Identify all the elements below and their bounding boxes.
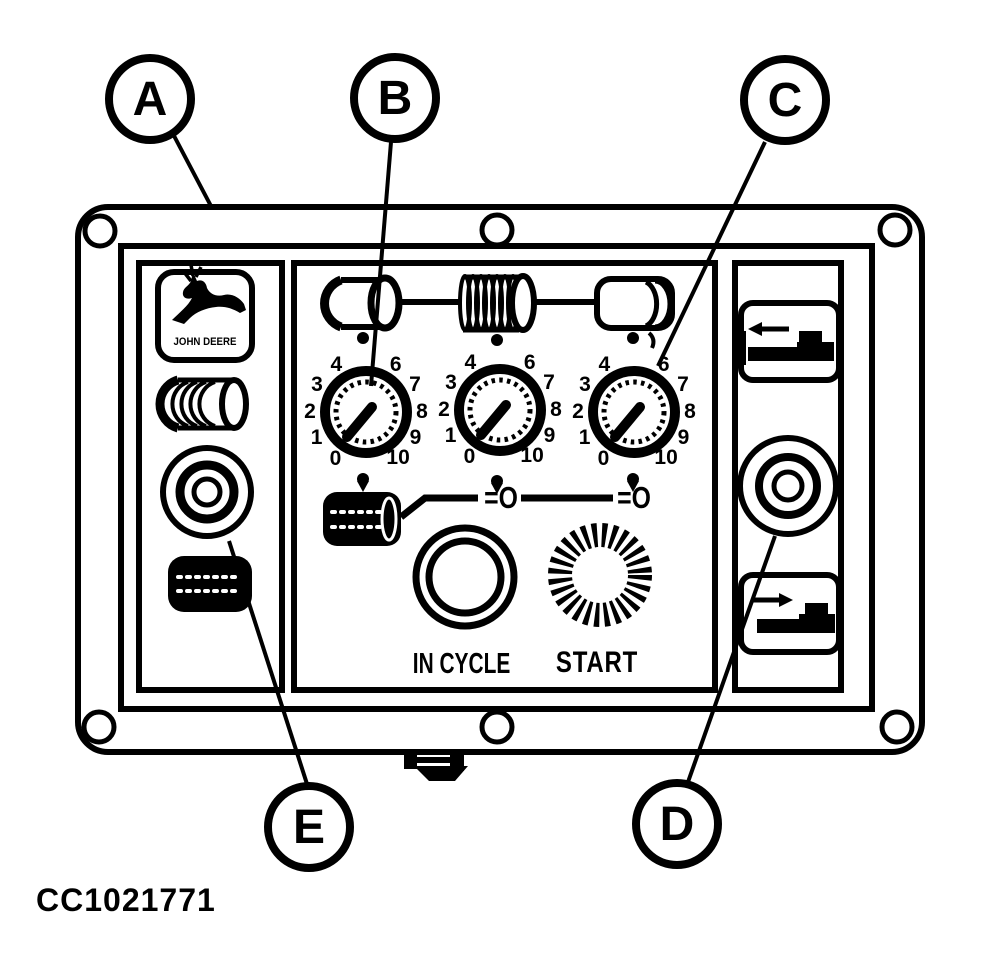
left-subpanel <box>136 260 285 693</box>
middle-subpanel <box>291 260 718 693</box>
retract-switch[interactable] <box>738 572 842 655</box>
callout-c-badge[interactable]: C <box>740 55 830 145</box>
callout-a-label: A <box>132 72 168 126</box>
dial-scale-number: 8 <box>416 400 428 423</box>
dial-pointer <box>476 400 511 440</box>
round-knob-d[interactable] <box>737 435 839 537</box>
dial-knob-3[interactable] <box>588 366 680 458</box>
arrow-left-icon <box>748 322 789 336</box>
open-cylinder-left-icon <box>320 275 343 332</box>
dial-scale-number: 9 <box>409 426 422 450</box>
dial-scale-number: 4 <box>598 352 611 376</box>
dial-scale-number: 6 <box>523 350 536 374</box>
dark-thumbwheel-middle-icon[interactable] <box>323 492 401 546</box>
dial-scale-number: 4 <box>330 352 343 376</box>
ribbed-thumbwheel-icon[interactable] <box>155 375 249 433</box>
dial-index-dots-top <box>357 332 639 346</box>
dial-scale-number: 7 <box>409 372 421 396</box>
callout-d-badge[interactable]: D <box>632 779 722 869</box>
open-cylinder-right-icon <box>594 276 675 331</box>
mounting-screw <box>81 709 117 745</box>
dial-pointer <box>342 402 377 442</box>
mounting-screw <box>479 709 515 745</box>
callout-leader-lines <box>170 131 777 785</box>
cylinder-link-line <box>398 494 613 520</box>
callout-e-label: E <box>292 800 325 854</box>
john-deere-wordmark: JOHN DEERE <box>173 336 237 348</box>
callout-d-label: D <box>659 797 695 851</box>
leader-line-b <box>369 141 393 387</box>
inner-frame <box>118 243 875 712</box>
dial-scale-number: 6 <box>389 352 402 376</box>
dial-scale-number: 3 <box>311 372 323 396</box>
callout-a-badge[interactable]: A <box>105 54 195 144</box>
cylinder-tool-icon <box>739 331 834 365</box>
dial-scale-number: 0 <box>463 444 476 468</box>
mounting-screw <box>82 213 118 249</box>
dial-scale-number: 10 <box>520 443 544 467</box>
dial-scale-number: 1 <box>444 424 457 448</box>
dial-pointer <box>610 402 645 442</box>
coil-spring-icon <box>458 273 537 333</box>
leaping-deer-icon <box>172 272 246 324</box>
leader-line-e <box>227 540 309 785</box>
dial-scale-number: 7 <box>543 370 555 394</box>
bottom-connector <box>404 750 468 781</box>
dial-scale-number: 8 <box>684 400 696 423</box>
deer-antlers-icon <box>182 264 203 283</box>
extend-switch[interactable] <box>738 300 842 383</box>
dial-scale-number: 9 <box>543 424 556 448</box>
dial-scale-number: 1 <box>578 426 591 450</box>
dial-scale-number: 2 <box>438 398 450 421</box>
callout-c-label: C <box>767 73 803 127</box>
dial-scale-number: 0 <box>329 446 342 470</box>
leader-line-a <box>170 131 214 209</box>
mounting-screw <box>877 212 913 248</box>
dial-scale-number: 7 <box>677 372 689 396</box>
dial-scale-number: 6 <box>657 352 670 376</box>
dial-scale-number: 2 <box>572 400 584 423</box>
dial-knob-2[interactable] <box>454 364 546 456</box>
dial-index-dots-bottom <box>357 473 639 494</box>
dial-scale-number: 1 <box>310 426 323 450</box>
start-label: START <box>555 646 639 679</box>
start-button[interactable] <box>547 522 653 628</box>
dial-knob-1[interactable] <box>320 366 412 458</box>
dark-thumbwheel-left-icon[interactable] <box>168 556 252 612</box>
cylinder-symbol-1: =O <box>484 480 518 515</box>
dial-scale-number: 9 <box>677 426 690 450</box>
dial-scale-number: 10 <box>386 445 410 469</box>
mounting-screw <box>879 709 915 745</box>
leader-line-c <box>656 141 767 367</box>
leader-line-d <box>686 535 777 783</box>
dial-scale-number: 8 <box>550 398 562 421</box>
john-deere-logo <box>155 264 255 363</box>
cylinder-tool-icon <box>757 603 835 633</box>
callout-b-badge[interactable]: B <box>350 53 440 143</box>
right-subpanel <box>732 260 844 693</box>
dial-scale-number: 0 <box>597 446 610 470</box>
arrow-right-icon <box>752 593 793 607</box>
dial-scale-number: 4 <box>464 350 477 374</box>
figure-code: CC1021771 <box>36 882 216 918</box>
cylinder-symbol-2: =O <box>617 480 651 515</box>
round-knob-e[interactable] <box>160 445 254 539</box>
dial-scale-number: 2 <box>304 400 316 423</box>
callout-e-badge[interactable]: E <box>264 782 354 872</box>
dial-scale-number: 3 <box>445 370 457 394</box>
mounting-screw <box>479 212 515 248</box>
in-cycle-lamp <box>412 524 518 630</box>
in-cycle-label: IN CYCLE <box>412 648 511 680</box>
dial-scale-number: 3 <box>579 372 591 396</box>
dial-scale-number: 10 <box>654 445 678 469</box>
callout-b-label: B <box>377 71 413 125</box>
